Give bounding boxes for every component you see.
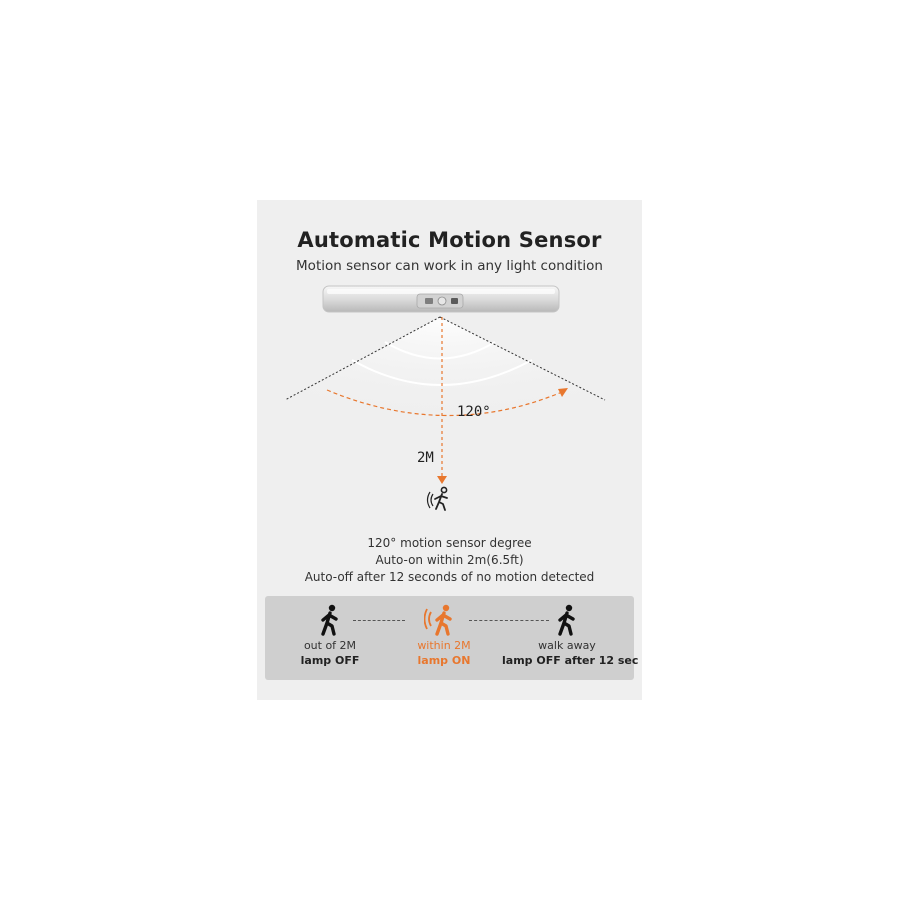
stage-status: lamp OFF [300, 654, 360, 667]
page-title: Automatic Motion Sensor [297, 228, 602, 252]
detection-cone [284, 316, 606, 435]
walking-person-motion-icon [424, 604, 452, 636]
stage-label: out of 2M [303, 639, 357, 652]
stage-status: lamp ON [417, 654, 471, 667]
page-subtitle: Motion sensor can work in any light cond… [296, 258, 603, 274]
stage-in-range: within 2M lamp ON [379, 596, 509, 680]
walking-person-icon [558, 604, 575, 636]
distance-arrow [437, 317, 447, 484]
feature-description: 120° motion sensor degree Auto-on within… [257, 535, 642, 586]
desc-line-1: 120° motion sensor degree [367, 536, 532, 550]
stage-label: within 2M [417, 639, 471, 652]
angle-arc [326, 388, 568, 417]
stage-connector-1 [353, 620, 405, 621]
walking-person-icon [321, 604, 338, 636]
desc-line-3: Auto-off after 12 seconds of no motion d… [304, 570, 595, 584]
desc-line-2: Auto-on within 2m(6.5ft) [375, 553, 524, 567]
stage-status: lamp OFF after 12 sec [502, 654, 639, 667]
sensor-diagram [284, 285, 606, 511]
stage-label: walk away [538, 639, 596, 652]
motion-sensor-light-bar [322, 285, 560, 313]
stage-bar: out of 2M lamp OFF within 2M lamp ON wal… [265, 596, 639, 680]
stage-out-of-range: out of 2M lamp OFF [265, 596, 395, 680]
angle-label: 120° [457, 404, 491, 420]
distance-label: 2M [417, 450, 434, 466]
product-panel: Automatic Motion Sensor Motion sensor ca… [257, 200, 642, 700]
stage-walk-away: walk away lamp OFF after 12 sec [502, 596, 639, 680]
stage-connector-2 [469, 620, 549, 621]
walking-person-icon [426, 486, 448, 511]
